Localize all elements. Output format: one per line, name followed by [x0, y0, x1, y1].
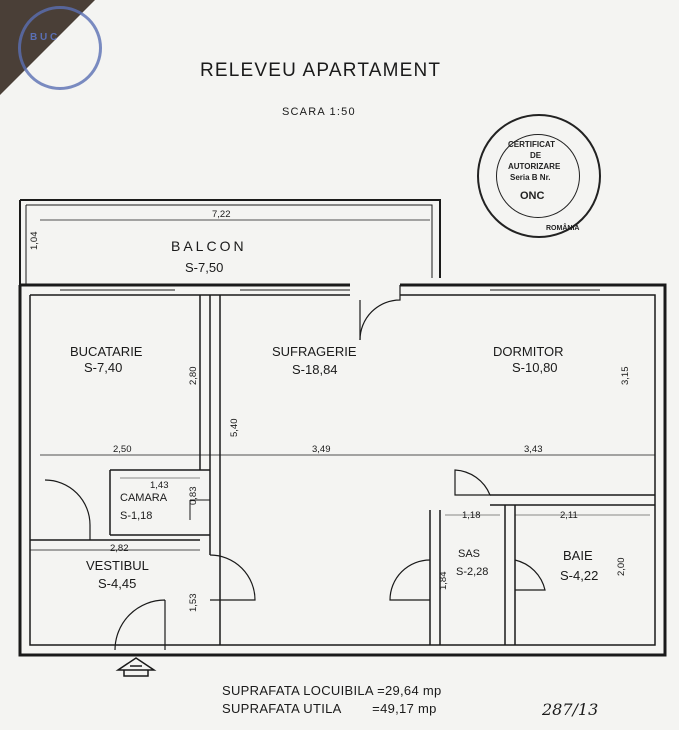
- window-living: [240, 284, 350, 291]
- window-kitchen: [60, 284, 175, 291]
- dim-camara-width: 1,43: [150, 480, 169, 491]
- ink-stamp-text: B U C: [30, 32, 58, 43]
- dim-sas-height: 1,84: [438, 571, 449, 591]
- room-area-sas: S-2,28: [456, 566, 489, 578]
- area-summary: SUPRAFATA LOCUIBILA =29,64 mp SUPRAFATA …: [222, 682, 442, 718]
- dim-dormitor-height: 3,15: [620, 366, 631, 386]
- dim-camara-height: 0,83: [188, 486, 199, 506]
- room-name-bucatarie: BUCATARIE: [70, 344, 143, 359]
- room-name-sufragerie: SUFRAGERIE: [272, 344, 357, 359]
- summary-utila: SUPRAFATA UTILA =49,17 mp: [222, 701, 437, 716]
- dim-balcon-width: 7,22: [212, 209, 231, 220]
- room-name-dormitor: DORMITOR: [493, 344, 564, 359]
- dim-sufragerie-width: 3,49: [312, 444, 331, 455]
- room-name-sas: SAS: [458, 548, 481, 560]
- room-area-baie: S-4,22: [560, 568, 599, 583]
- pantry-walls: [109, 469, 210, 536]
- seal-line-5: ONC: [520, 190, 545, 202]
- dim-vestibul-width: 2,82: [110, 543, 129, 554]
- room-name-baie: BAIE: [563, 548, 593, 563]
- dim-balcon-depth: 1,04: [29, 231, 40, 251]
- interior-face: [29, 294, 656, 646]
- certification-seal-inner: [496, 134, 580, 218]
- door-balcony: [359, 285, 401, 341]
- seal-line-1: CERTIFICAT: [508, 140, 555, 149]
- seal-line-3: AUTORIZARE: [508, 162, 561, 171]
- dim-baie-width: 2,11: [560, 510, 578, 521]
- room-area-dormitor: S-10,80: [512, 360, 558, 375]
- door-kitchen: [44, 479, 91, 540]
- dim-bucatarie-height: 2,80: [188, 366, 199, 386]
- seal-line-6: ROMÂNIA: [546, 225, 580, 232]
- dim-sas-width: 1,18: [462, 510, 481, 521]
- room-area-camara: S-1,18: [120, 510, 153, 522]
- dim-dormitor-width: 3,43: [524, 444, 543, 455]
- room-name-camara: CAMARA: [120, 492, 168, 504]
- wall-living-right: [429, 510, 441, 645]
- dim-vestibul-height: 1,53: [188, 593, 199, 613]
- dim-bucatarie-width: 2,50: [113, 444, 132, 455]
- dim-baie-height: 2,00: [616, 557, 627, 577]
- balcony-inner-line: [26, 204, 433, 278]
- door-pantry: [189, 499, 210, 520]
- room-area-sufragerie: S-18,84: [292, 362, 338, 377]
- room-area-balcon: S-7,50: [185, 260, 224, 275]
- balcony-wall: [20, 199, 441, 278]
- door-sas: [389, 559, 431, 601]
- wall-sas-bath: [504, 505, 516, 645]
- drawing-scale: SCARA 1:50: [282, 106, 356, 118]
- window-bedroom: [490, 284, 600, 291]
- drawing-title: RELEVEU APARTAMENT: [200, 60, 442, 81]
- certification-seal: [477, 114, 601, 238]
- room-name-balcon: BALCON: [171, 238, 247, 254]
- ink-stamp: [18, 6, 102, 90]
- door-bedroom: [454, 469, 491, 496]
- seal-line-2: DE: [530, 151, 542, 160]
- room-area-vestibul: S-4,45: [98, 576, 137, 591]
- summary-locuibila: SUPRAFATA LOCUIBILA =29,64 mp: [222, 683, 442, 698]
- company-logo: [115, 657, 157, 677]
- handwritten-signature: 287/13: [542, 700, 599, 719]
- room-area-bucatarie: S-7,40: [84, 360, 123, 375]
- wall-bedroom-bath: [490, 494, 655, 506]
- door-living: [209, 554, 256, 601]
- wall-kitchen-living: [199, 295, 211, 470]
- door-bath: [514, 559, 546, 591]
- door-entrance: [114, 599, 166, 651]
- seal-line-4: Seria B Nr.: [510, 173, 551, 182]
- dim-sufragerie-height: 5,40: [229, 418, 240, 438]
- room-name-vestibul: VESTIBUL: [86, 558, 149, 573]
